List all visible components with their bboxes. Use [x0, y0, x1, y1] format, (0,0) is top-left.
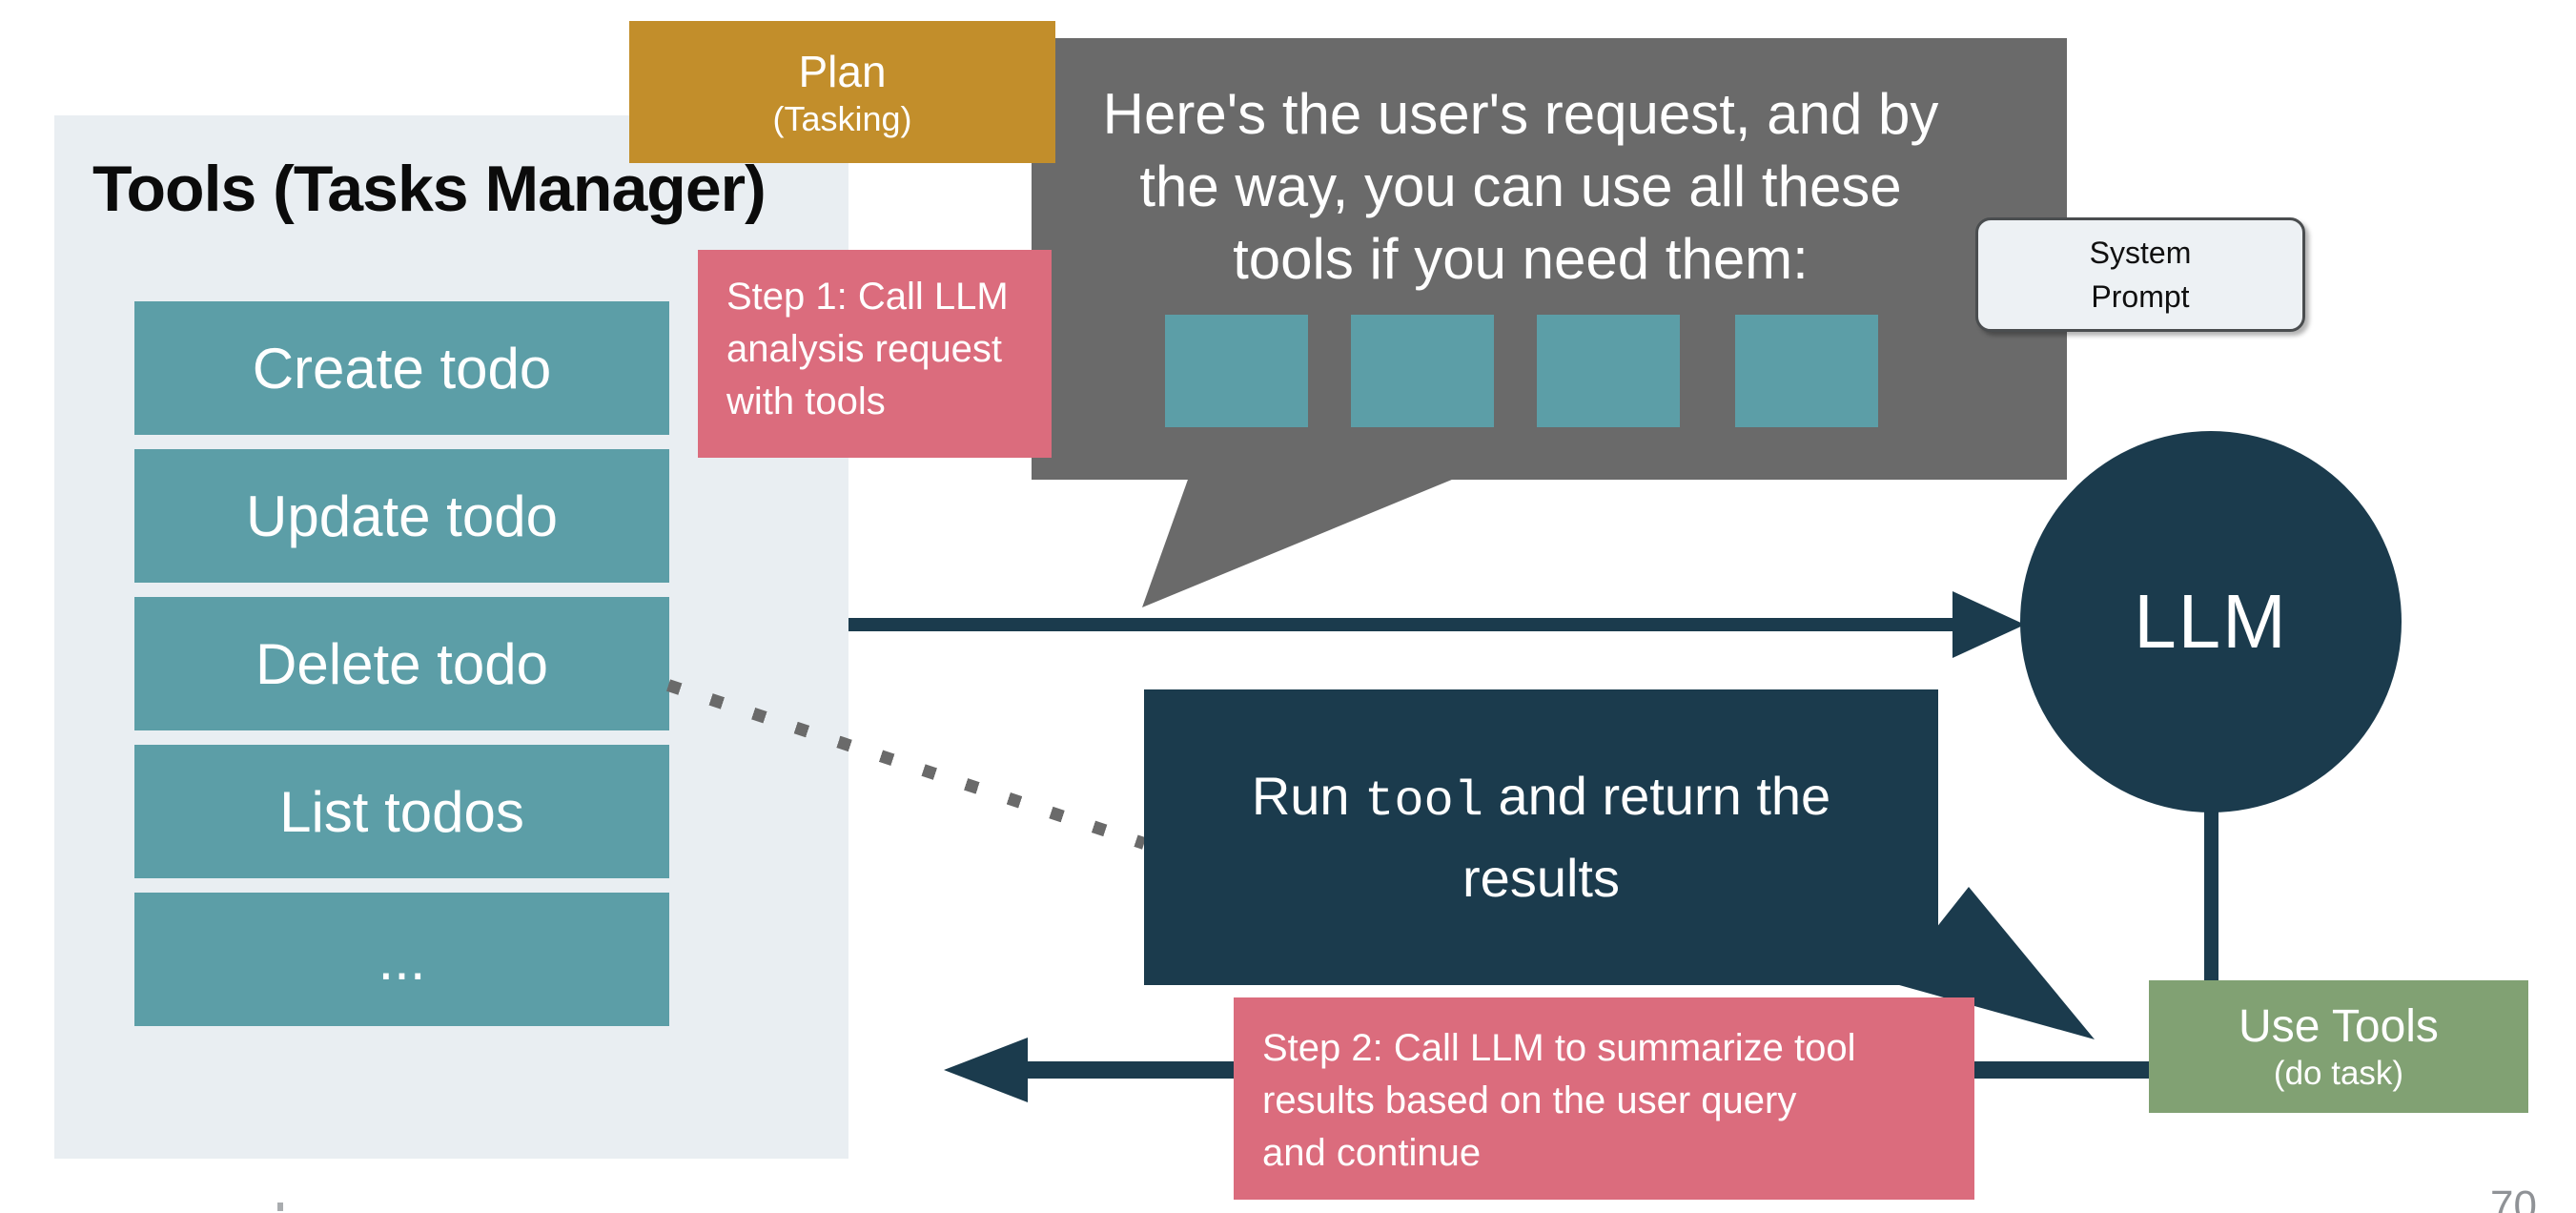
tool-chip — [1735, 315, 1878, 427]
stray-dot — [277, 1203, 283, 1211]
system-prompt-label: System Prompt — [1975, 217, 2305, 332]
request-arrow-head-icon — [1952, 591, 2025, 658]
run-bubble-suffix: and return the — [1482, 766, 1831, 826]
plan-badge-line2: (Tasking) — [772, 98, 912, 138]
system-prompt-line2: Prompt — [2091, 279, 2190, 314]
step1-line2: analysis request — [726, 328, 1003, 370]
tools-panel-title: Tools (Tasks Manager) — [92, 153, 767, 225]
tool-button-more: ... — [134, 893, 669, 1026]
tool-button-delete-todo: Delete todo — [134, 597, 669, 730]
plan-tasking-badge: Plan (Tasking) — [629, 21, 1055, 163]
step2-line1: Step 2: Call LLM to summarize tool — [1262, 1027, 1856, 1069]
request-arrow-shaft — [848, 618, 1956, 631]
system-prompt-line1: System — [2089, 236, 2192, 270]
system-bubble-line2: the way, you can use all these — [1139, 154, 1902, 218]
llm-node: LLM — [2020, 431, 2402, 812]
run-bubble-line2: results — [1462, 848, 1620, 908]
tool-chip — [1351, 315, 1494, 427]
tool-chip — [1537, 315, 1680, 427]
step1-line3: with tools — [726, 380, 886, 422]
step2-line2: results based on the user query — [1262, 1079, 1797, 1121]
use-tools-line1: Use Tools — [2239, 1000, 2439, 1052]
llm-to-usetools-connector — [2204, 806, 2218, 982]
system-prompt-bubble: Here's the user's request, and by the wa… — [1032, 38, 2067, 480]
page-number: 70 — [2490, 1182, 2537, 1213]
run-bubble-code: tool — [1364, 773, 1483, 830]
system-bubble-line3: tools if you need them: — [1233, 227, 1809, 291]
plan-badge-line1: Plan — [798, 46, 887, 96]
step2-note: Step 2: Call LLM to summarize tool resul… — [1234, 997, 1974, 1200]
run-bubble-prefix: Run — [1251, 766, 1365, 826]
use-tools-line2: (do task) — [2273, 1054, 2404, 1092]
step1-line1: Step 1: Call LLM — [726, 276, 1009, 318]
system-bubble-line1: Here's the user's request, and by — [1102, 82, 1939, 146]
tool-button-update-todo: Update todo — [134, 449, 669, 583]
tool-button-list-todos: List todos — [134, 745, 669, 878]
run-tool-bubble: Run tool and return the results — [1144, 689, 1938, 985]
run-bubble-line1: Run tool and return the — [1144, 758, 1938, 840]
system-bubble-tail — [1142, 477, 1459, 607]
use-tools-node: Use Tools (do task) — [2149, 980, 2528, 1113]
tool-button-create-todo: Create todo — [134, 301, 669, 435]
step2-line3: and continue — [1262, 1132, 1482, 1174]
llm-node-label: LLM — [2134, 579, 2288, 664]
step1-note: Step 1: Call LLM analysis request with t… — [698, 250, 1052, 458]
tool-chip — [1165, 315, 1308, 427]
